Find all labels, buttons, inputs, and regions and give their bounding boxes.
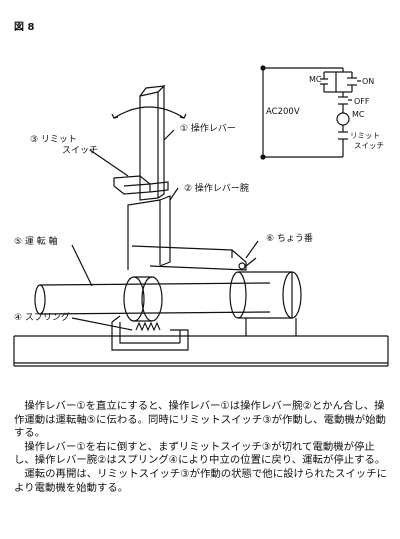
label-operating-lever: ① 操作レバー: [180, 122, 236, 134]
circuit-schematic: [260, 65, 361, 160]
motor: [229, 271, 302, 336]
label-operating-shaft: ⑤ 運 転 軸: [14, 235, 58, 247]
label-limit-switch-2: スイッチ: [62, 145, 98, 156]
circuit-terminal-bottom: [260, 154, 266, 160]
leader-shaft: [71, 244, 93, 287]
caption-paragraph: 操作レバー①を直立にすると、操作レバー①は操作レバー腕②とかん合し、操作運動は運…: [14, 400, 386, 440]
rotation-arrow: [113, 106, 185, 119]
mechanism-diagram: ① 操作レバー ② 操作レバー腕 ③ リミット スイッチ ⑤ 運 転 軸 ⑥ ち…: [13, 65, 389, 367]
label-limit-2: スイッチ: [354, 141, 384, 150]
shaft-hub: [123, 276, 163, 322]
lever-arm: [127, 195, 247, 271]
label-ac200v: AC200V: [266, 107, 300, 117]
label-lever-arm: ② 操作レバー腕: [184, 182, 249, 194]
label-off: OFF: [354, 97, 370, 106]
leader-limit-switch: [89, 149, 129, 177]
label-on: ON: [362, 77, 374, 86]
leader-hinge: [245, 240, 259, 259]
label-mc-contact: MC: [309, 75, 322, 84]
spring-coil: [135, 321, 161, 332]
mc-coil: [336, 112, 350, 126]
hinge: [238, 257, 257, 270]
leader-lever-arm: [169, 187, 179, 201]
label-mc-coil: MC: [352, 110, 365, 119]
label-limit-1: リミット: [350, 131, 380, 140]
caption: 操作レバー①を直立にすると、操作レバー①は操作レバー腕②とかん合し、操作運動は運…: [14, 400, 388, 495]
spring-bracket: [111, 315, 189, 351]
caption-paragraph: 運転の再開は、リミットスイッチ③が作動の状態で他に設けられたスイッチにより電動機…: [14, 467, 387, 494]
caption-paragraph: 操作レバー①を右に倒すと、まずリミットスイッチ③が切れて電動機が停止し、操作レバ…: [14, 440, 386, 467]
operating-shaft: [34, 282, 271, 315]
label-limit-switch-1: ③ リミット: [30, 135, 77, 145]
base-plate: [13, 335, 389, 367]
label-hinge: ⑥ ちょう番: [266, 232, 313, 244]
leader-lever: [163, 129, 175, 141]
circuit-terminal-top: [260, 65, 266, 71]
figure-label: 図 8: [14, 22, 35, 33]
leader-spring: [71, 317, 133, 331]
label-spring: ④ スプリング: [14, 311, 70, 323]
limit-switch-block: [113, 175, 169, 195]
